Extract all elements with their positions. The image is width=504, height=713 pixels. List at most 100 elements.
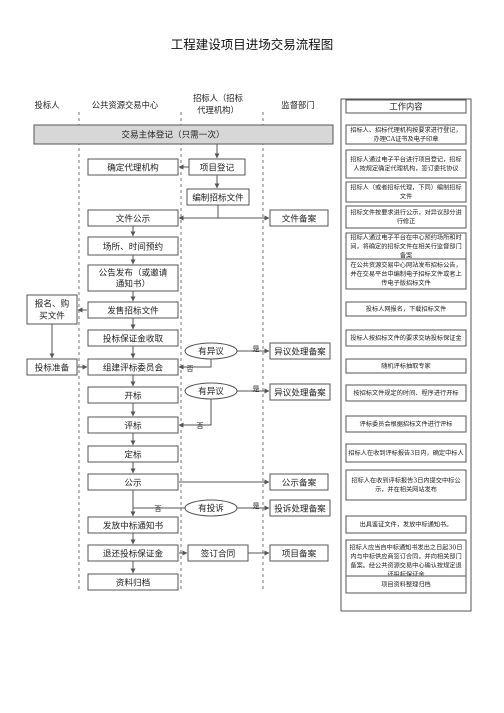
work-row-box (345, 469, 467, 501)
complaint-decision-label: 有投诉 (198, 502, 224, 514)
work-row-text: 评标委员会根据招标文件进行评标 (360, 420, 453, 428)
branch-yes-2: 是 (253, 385, 260, 393)
notice-filing-label: 公示备案 (282, 477, 317, 489)
announcement-label-line1: 公告发布（或邀请 (99, 267, 168, 279)
complaint-filing-label: 投诉处理备案 (274, 503, 326, 515)
objection-filing-1-box (269, 342, 331, 360)
work-row-box (345, 575, 467, 594)
work-content-header: 工作内容 (389, 102, 422, 112)
project-filing-label: 项目备案 (282, 548, 317, 560)
work-row-box (345, 415, 467, 433)
work-row-text: 示，并在相关网站发布 (375, 486, 437, 494)
signup-label-line2: 买文件 (39, 310, 65, 322)
work-row-text: 文件 (400, 193, 412, 201)
work-row-text: 传电子版招标文件 (381, 279, 431, 287)
complaint-filing-box (269, 499, 331, 517)
arrow-objection2-no (178, 399, 212, 428)
work-row-text: 备案。经公共资源交易中心确认按规定退 (350, 562, 461, 570)
column-supervision: 监督部门 (281, 100, 314, 110)
registration-label: 交易主体登记（只需一次） (121, 129, 224, 141)
work-row-text: 招标人通过电子平台在中心预约场所和时 (350, 234, 461, 242)
work-row-box (345, 384, 467, 402)
issue-docs-label: 发售招标文件 (107, 305, 159, 317)
work-row-text: 招标人在收到评标报告3日内提交中标公 (351, 477, 460, 485)
work-content-rows: 招标人、招标代理机构按要求进行登记，办理CA证书及电子印章招标人通过电子平台进行… (345, 124, 467, 594)
branch-yes-1: 是 (253, 345, 260, 353)
signup-label-line1: 报名、购 (35, 298, 69, 310)
work-row-text: 在公共资源交易中心网站发布招标公告， (350, 261, 461, 269)
signup-box (26, 294, 78, 325)
announcement-box (87, 264, 179, 292)
prepare-docs-label: 编制招标文件 (192, 192, 244, 204)
work-row-text: 行修正 (397, 218, 416, 226)
venue-booking-label: 场所、时间预约 (103, 241, 163, 253)
work-row-text: 投标人按招标文件的要求交纳投标保证金 (350, 334, 462, 342)
work-row-text: 并在交易平台中编制电子招标文件或者上 (350, 270, 461, 278)
work-row-box (345, 515, 467, 534)
refund-deposit-label: 退还投标保证金 (103, 548, 164, 560)
work-content-panel: 工作内容 招标人、招标代理机构按要求进行登记，办理CA证书及电子印章招标人通过电… (340, 98, 472, 612)
issue-notice-label: 发放中标通知书 (103, 520, 164, 532)
branch-no-3: 否 (155, 505, 162, 513)
column-tenderer-line2: 代理机构） (197, 105, 239, 115)
objection-filing-2-box (269, 383, 331, 401)
work-row-text: 出具鉴证文件，发放中标通知书。 (360, 521, 453, 529)
confirm-agency-label: 确定代理机构 (107, 162, 159, 174)
work-row-text: 招标人、招标代理机构按要求进行登记， (350, 126, 461, 134)
evaluation-label: 评标 (124, 420, 142, 432)
work-row-text: 内与中标供应商签订合同，并向相关部门 (350, 553, 461, 561)
bid-prep-label: 投标准备 (35, 362, 70, 374)
doc-filing-box (269, 209, 329, 227)
work-row-text: 投标人网报名，下载招标文件 (366, 305, 446, 313)
objection-decision-2-label: 有异议 (198, 385, 224, 397)
work-row-box (345, 149, 467, 179)
award-label: 定标 (124, 449, 142, 461)
work-row-box (345, 124, 467, 145)
work-row-box (345, 329, 467, 347)
work-row-text: 招标人通过电子平台进行项目登记，招标 (350, 156, 461, 164)
column-bidder: 投标人 (35, 100, 60, 110)
work-content-header-box (345, 99, 467, 114)
branch-yes-3: 是 (253, 502, 260, 510)
work-row-text: 间，将确定的招标文件在相关行监督部门 (350, 243, 461, 251)
doc-filing-label: 文件备案 (282, 213, 317, 225)
project-registration-label: 项目登记 (200, 163, 235, 174)
form-committee-label: 组建评标委员会 (103, 362, 164, 374)
deposit-label: 投标保证金收取 (103, 333, 164, 345)
archive-label: 资料归档 (116, 577, 150, 589)
work-row-text: 招标人在收到评标报告3日内，确定中标人 (348, 449, 463, 457)
work-row-text: 招标文件按要求进行公示，对异议部分进 (350, 209, 461, 217)
notice-filing-box (269, 473, 329, 491)
announcement-label-line2: 通知书） (116, 278, 150, 290)
work-row-text: 随机评标抽取专家 (381, 362, 431, 370)
work-row-box (345, 443, 467, 463)
project-filing-box (269, 544, 329, 562)
registration-bar (33, 124, 334, 145)
work-row-box (345, 358, 467, 374)
arrow-objection1-no (178, 359, 212, 370)
work-row-text: 办理CA证书及电子印章 (374, 135, 439, 143)
work-row-box (345, 205, 467, 229)
objection-filing-1-label: 异议处理备案 (274, 346, 326, 358)
work-row-text: 项目资料整理归档 (381, 581, 431, 589)
work-row-text: 招标人（或者招标代理，下同）编制招标 (350, 184, 461, 192)
work-row-box (345, 301, 467, 317)
column-tenderer-line1: 招标人（招标 (193, 93, 243, 103)
archive-box (87, 573, 179, 591)
work-row-text: 人按规定确定代理机构，签订委托协议 (353, 165, 459, 173)
work-row-box (345, 181, 467, 203)
work-row-text: 按招标文件规定的时间、程序进行开标 (353, 389, 458, 397)
objection-decision-1-label: 有异议 (198, 345, 224, 357)
doc-publicity-label: 文件公示 (116, 213, 151, 225)
confirm-agency-box (87, 158, 179, 176)
opening-label: 开标 (124, 390, 142, 402)
connectors (49, 144, 270, 574)
work-row-text: 还投标保证金 (387, 571, 425, 579)
work-row-text: 招标人应当自中标通知书发出之日起30日 (349, 544, 462, 552)
work-row-box (345, 539, 467, 583)
work-row-box (345, 232, 467, 261)
sign-contract-label: 签订合同 (201, 548, 235, 560)
column-center: 公共资源交易中心 (92, 100, 159, 110)
page-title: 工程建设项目进场交易流程图 (171, 37, 334, 52)
